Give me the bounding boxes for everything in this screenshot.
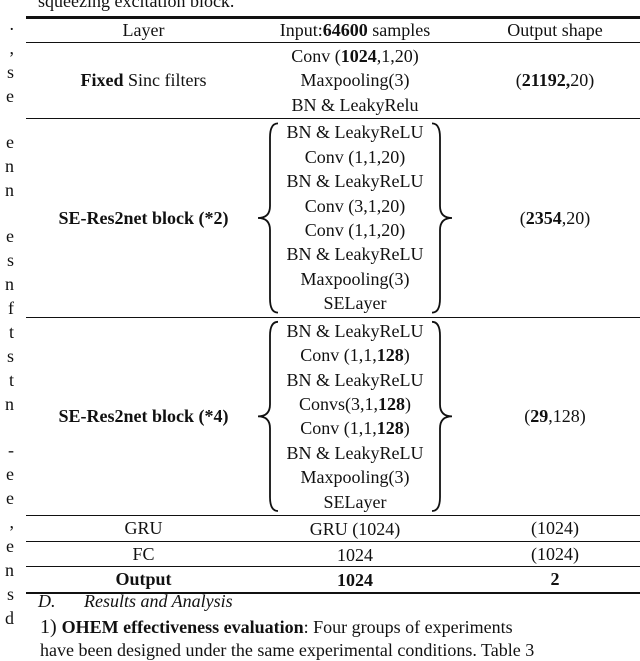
op-line: Maxpooling(3) (300, 467, 410, 488)
margin-fragment: e (6, 86, 14, 106)
right-brace (431, 320, 453, 512)
output-shape: (1024) (531, 543, 579, 564)
margin-fragment: , (9, 38, 15, 58)
paragraph-text: : Four groups of experiments (303, 617, 513, 637)
paragraph-line: 1) OHEM effectiveness evaluation: Four g… (40, 616, 513, 639)
output-shape: (29,128) (524, 406, 586, 427)
margin-fragment: e (6, 488, 14, 508)
op-line: BN & LeakyReLU (286, 320, 424, 341)
table-rule (26, 16, 640, 19)
margin-fragment: f (8, 298, 14, 318)
paragraph-next-line: have been designed under the same experi… (40, 640, 535, 660)
left-brace (257, 122, 279, 314)
op-line: 1024 (337, 570, 373, 591)
op-line: SELayer (323, 491, 387, 512)
section-number: D. (38, 591, 56, 611)
margin-fragment: s (6, 346, 14, 366)
op-line: Conv (1,1,128) (300, 418, 410, 439)
margin-fragment: s (6, 250, 14, 270)
paragraph-title: OHEM effectiveness evaluation (61, 617, 304, 637)
op-line: 1024 (337, 544, 373, 565)
section-title: Results and Analysis (84, 591, 233, 611)
op-line: Conv (1024,1,20) (291, 46, 419, 66)
margin-fragment: t (8, 370, 14, 390)
table-rule (26, 591, 640, 595)
op-line: Maxpooling(3) (300, 268, 410, 289)
left-brace (257, 320, 279, 512)
section-heading: D. Results and Analysis (38, 591, 233, 612)
op-line: GRU (1024) (309, 519, 401, 540)
margin-fragment: - (8, 440, 14, 460)
table-rule (26, 316, 640, 318)
op-line: BN & LeakyReLU (286, 369, 424, 390)
margin-fragment: e (6, 464, 14, 484)
layer-name: FC (132, 543, 155, 564)
header-input: Input:64600 samples (279, 20, 431, 40)
header-output: Output shape (507, 20, 603, 40)
op-line: BN & LeakyReLU (286, 244, 424, 265)
margin-fragment: n (5, 560, 14, 580)
layer-name: SE-Res2net block (*4) (58, 406, 229, 427)
op-line: Conv (3,1,20) (304, 195, 406, 216)
margin-fragment: d (5, 608, 14, 628)
table-rule (26, 515, 640, 517)
output-shape: (2354,20) (519, 207, 591, 228)
margin-fragment: s (6, 62, 14, 82)
op-line: BN & LeakyReLU (286, 122, 424, 143)
margin-fragment: . (9, 14, 15, 34)
table-rule (26, 566, 640, 568)
table-rule (26, 118, 640, 120)
margin-fragment: e (6, 536, 14, 556)
margin-fragment: e (6, 132, 14, 152)
op-line: Convs(3,1,128) (298, 394, 411, 414)
margin-fragment: , (9, 512, 15, 532)
op-line: BN & LeakyReLU (286, 442, 424, 463)
margin-fragment: n (5, 274, 14, 294)
layer-name: SE-Res2net block (*2) (58, 207, 229, 228)
margin-fragment: t (8, 322, 14, 342)
op-line: Maxpooling(3) (300, 70, 410, 91)
op-line: Conv (1,1,20) (304, 220, 406, 240)
table-caption-fragment: squeezing excitation block. (38, 0, 235, 11)
margin-fragment: n (5, 156, 14, 176)
margin-fragment: s (6, 584, 14, 604)
layer-name: Fixed Sinc filters (80, 70, 207, 91)
margin-fragment: e (6, 226, 14, 246)
op-line: Conv (1,1,128) (300, 345, 410, 366)
right-brace (431, 122, 453, 314)
op-line: BN & LeakyReLU (286, 171, 424, 192)
margin-fragment: n (5, 394, 14, 414)
output-shape: (21192,20) (515, 70, 595, 91)
header-layer: Layer (122, 20, 165, 40)
output-shape: (1024) (531, 518, 579, 539)
table-rule (26, 540, 640, 542)
table-rule (26, 42, 640, 44)
layer-name: GRU (124, 518, 163, 539)
op-line: Conv (1,1,20) (304, 146, 406, 167)
op-line: SELayer (323, 293, 387, 314)
op-line: BN & LeakyRelu (291, 94, 419, 115)
paragraph-number: 1) (40, 616, 57, 638)
output-shape: 2 (550, 569, 560, 590)
margin-fragment: n (5, 180, 14, 200)
layer-name: Output (115, 569, 172, 590)
